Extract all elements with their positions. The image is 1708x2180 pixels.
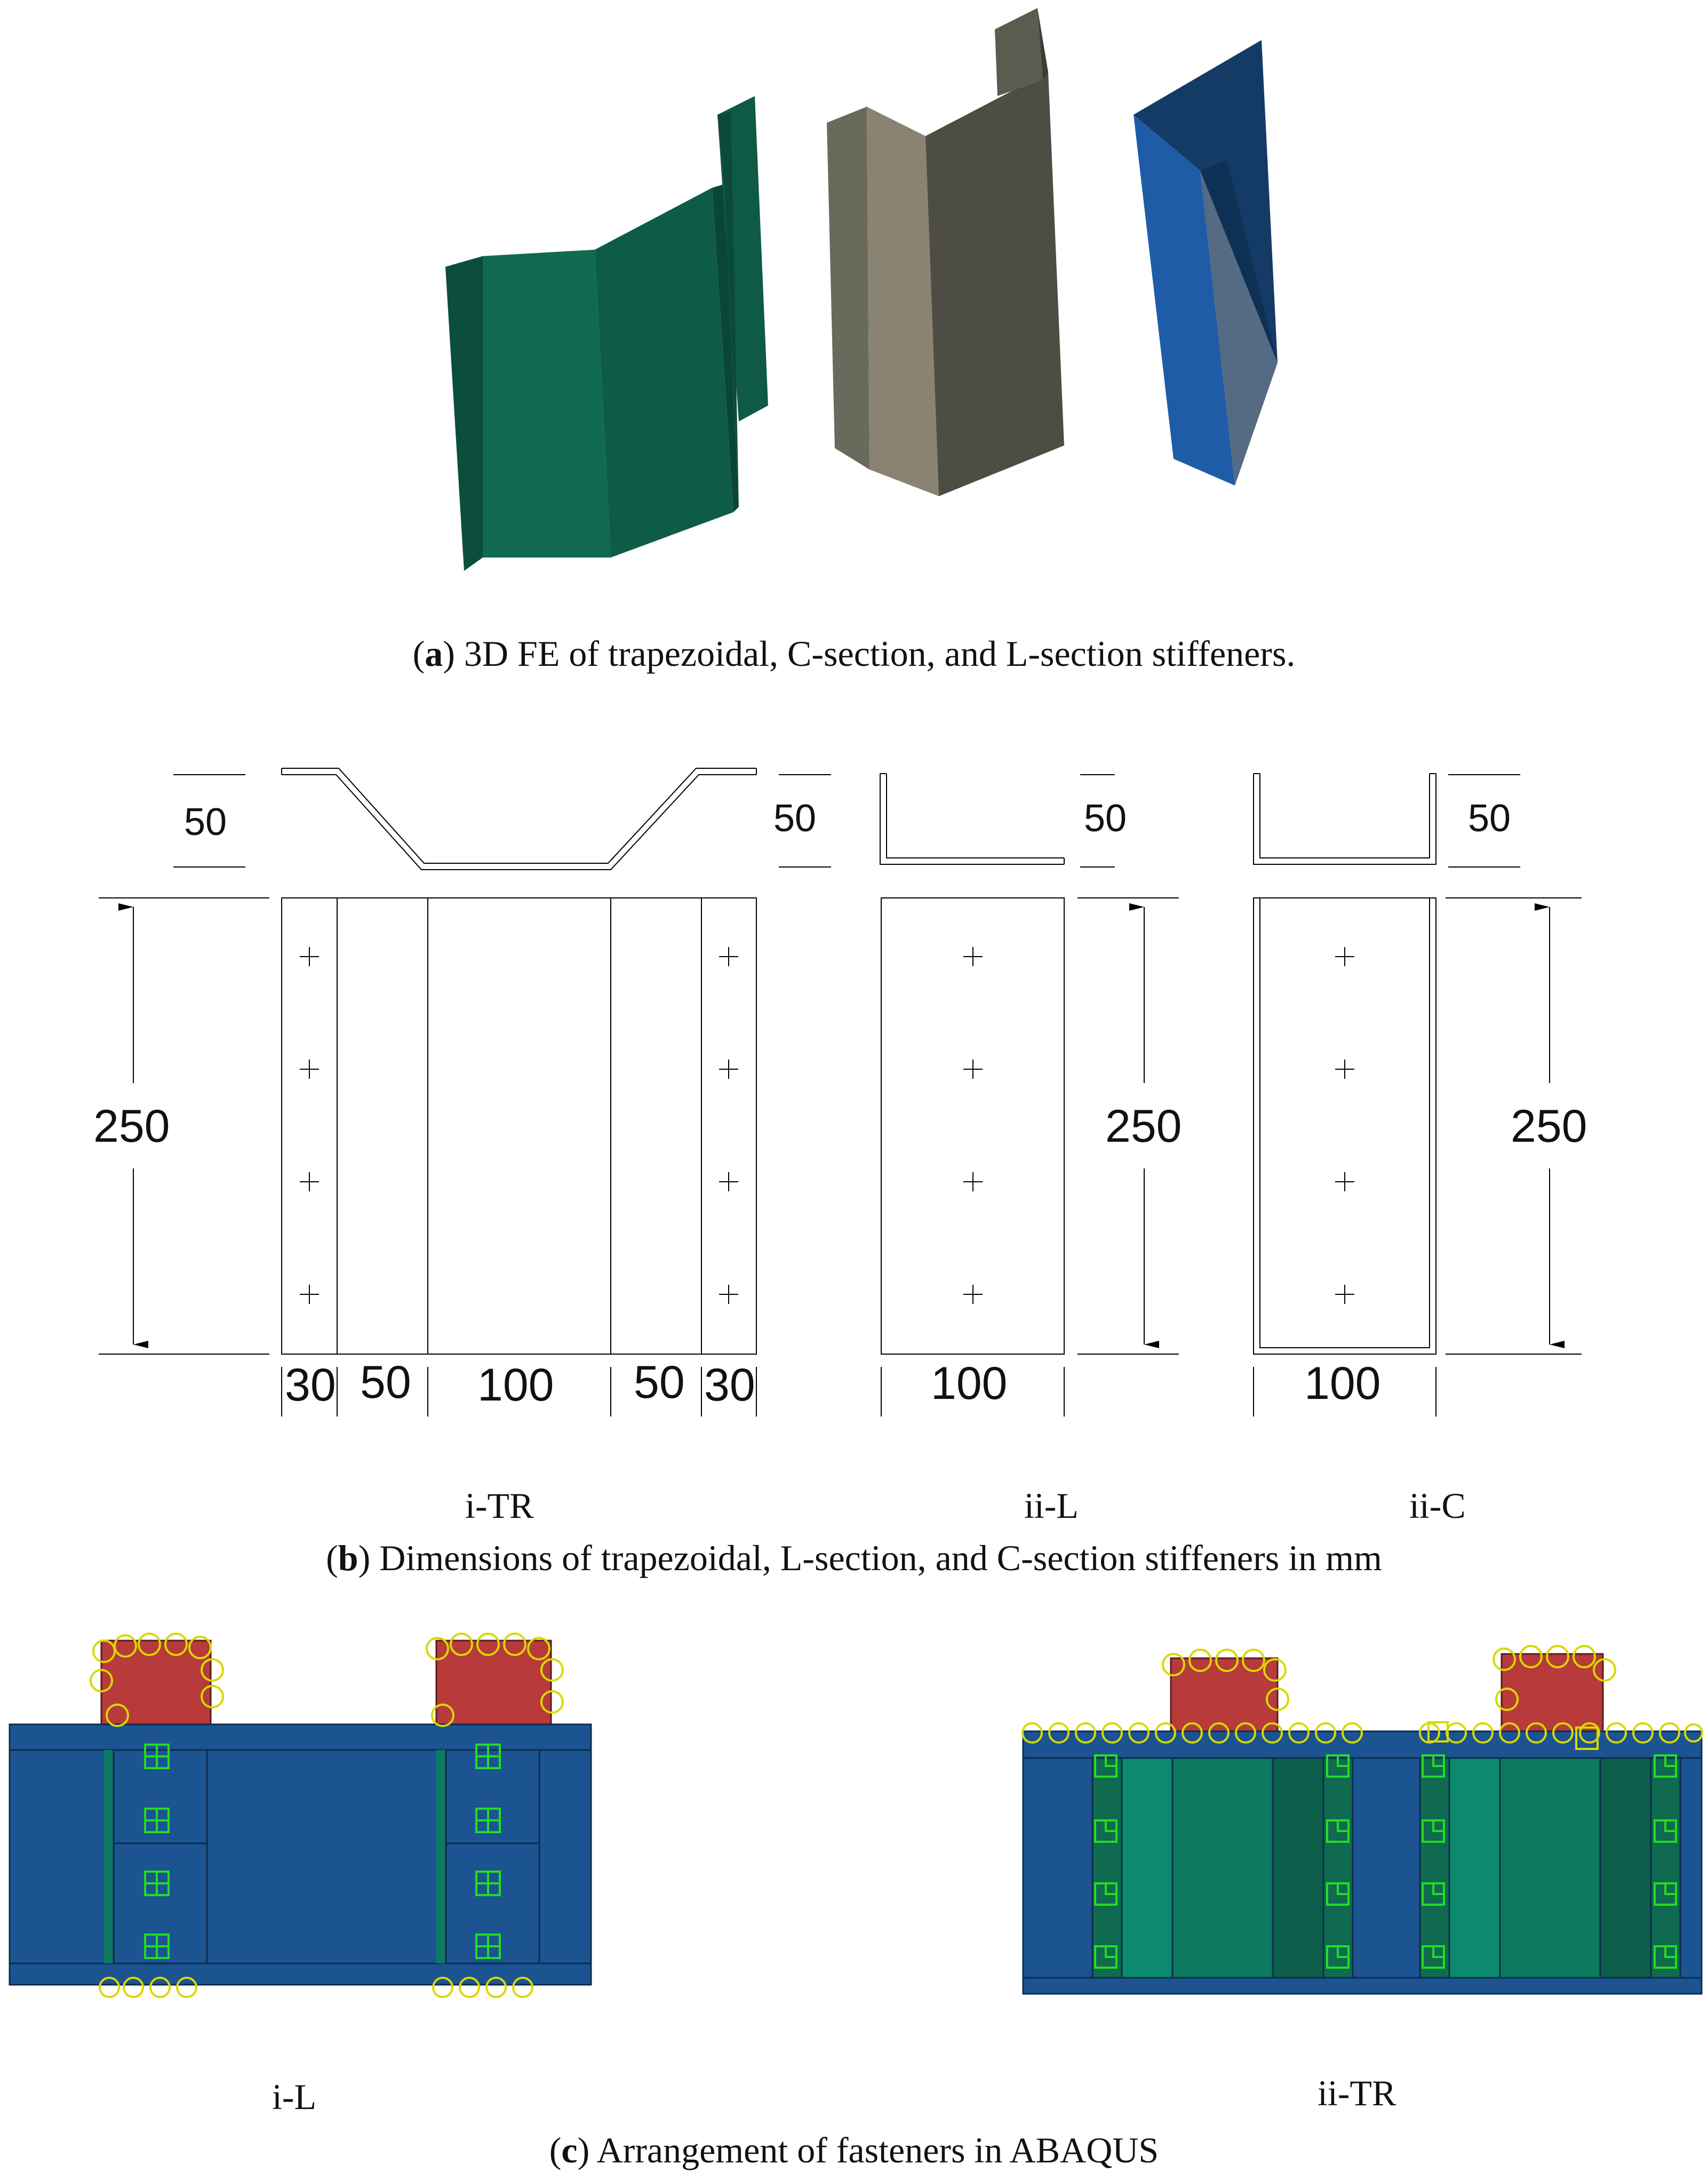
tr-elevation: [281, 897, 757, 1355]
caption-a-text: 3D FE of trapezoidal, C-section, and L-s…: [464, 633, 1296, 674]
caption-c-letter: c: [561, 2130, 578, 2170]
abaqus-tr-model: [1021, 1645, 1703, 1995]
l-fasteners: [144, 1744, 501, 1959]
abaqus-l-model: [9, 1633, 592, 1998]
l-section-stiffener-3d: [1134, 40, 1278, 486]
tr-right-depth-dim: 50: [773, 797, 816, 840]
l-width-dim: 100: [931, 1358, 1008, 1409]
l-height-dim: 250: [1105, 1101, 1182, 1152]
tr-profile: [281, 768, 757, 870]
caption-b-letter: b: [338, 1538, 358, 1578]
tr-width-dim-1: 30: [285, 1359, 336, 1411]
c-section-stiffener-3d: [827, 8, 1064, 496]
panel-a-3d-models: [445, 8, 1278, 571]
tr-fasteners: [1094, 1754, 1677, 1969]
abaqus-l-label: i-L: [272, 2076, 317, 2117]
tr-width-dim-3: 100: [477, 1359, 554, 1411]
tr-width-dim-4: 50: [634, 1357, 685, 1408]
caption-b-text: Dimensions of trapezoidal, L-section, an…: [379, 1538, 1382, 1578]
trapezoidal-stiffener-3d: [445, 96, 768, 571]
tr-height-dim: 250: [93, 1101, 170, 1152]
tr-left-depth-dim: 50: [184, 801, 227, 844]
tr-width-dim-2: 50: [360, 1357, 411, 1408]
abaqus-tr-label: ii-TR: [1318, 2073, 1396, 2113]
fastener-marks: [300, 947, 1354, 1304]
tr-constraint-markers: [1021, 1645, 1703, 1750]
tr-drawing-label: i-TR: [465, 1485, 534, 1526]
caption-a: (a) 3D FE of trapezoidal, C-section, and…: [412, 633, 1296, 674]
c-width-dim: 100: [1304, 1358, 1381, 1409]
c-height-dim: 250: [1511, 1101, 1587, 1152]
caption-b: (b) Dimensions of trapezoidal, L-section…: [326, 1538, 1382, 1578]
l-depth-dim: 50: [1084, 797, 1127, 840]
caption-c-text: Arrangement of fasteners in ABAQUS: [596, 2130, 1159, 2170]
c-profile: [1253, 773, 1436, 865]
c-drawing-label: ii-C: [1409, 1485, 1466, 1526]
l-elevation: [881, 897, 1065, 1355]
caption-c: (c) Arrangement of fasteners in ABAQUS: [549, 2130, 1159, 2170]
panel-b-drawings: 50 50 50 50 250 250 250 30 50 100 50 30 …: [93, 768, 1587, 1417]
c-depth-dim: 50: [1468, 797, 1511, 840]
caption-a-letter: a: [425, 633, 443, 674]
l-drawing-label: ii-L: [1024, 1485, 1079, 1526]
l-profile: [880, 773, 1065, 865]
tr-width-dim-5: 30: [704, 1359, 755, 1411]
l-constraint-markers: [90, 1633, 564, 1998]
